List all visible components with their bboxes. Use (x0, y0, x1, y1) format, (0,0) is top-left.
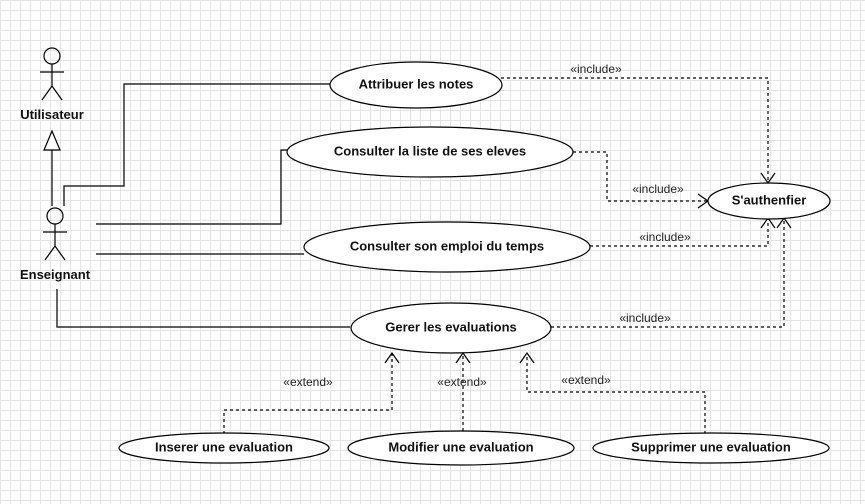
actor-enseignant (43, 207, 67, 261)
usecase-authentifier[interactable]: S'authenfier (707, 182, 831, 220)
usecase-authentifier-label: S'authenfier (732, 192, 807, 207)
usecase-consulter-emploi-label: Consulter son emploi du temps (350, 238, 544, 253)
usecase-gerer[interactable]: Gerer les evaluations (350, 302, 552, 354)
actor-enseignant-label: Enseignant (20, 267, 91, 282)
include-liste-label: «include» (632, 182, 684, 196)
actor-utilisateur-label: Utilisateur (20, 107, 84, 122)
usecase-consulter-liste-label: Consulter la liste de ses eleves (334, 143, 526, 158)
extend-modifier-label: «extend» (437, 375, 487, 389)
include-attribuer-line (501, 77, 769, 182)
include-gerer-label: «include» (619, 311, 671, 325)
extend-inserer-label: «extend» (283, 375, 333, 389)
association-consulter-liste (96, 149, 288, 225)
usecase-consulter-liste[interactable]: Consulter la liste de ses eleves (286, 126, 574, 178)
usecase-inserer[interactable]: Inserer une evaluation (118, 432, 330, 464)
usecase-modifier[interactable]: Modifier une evaluation (347, 430, 575, 466)
usecase-modifier-label: Modifier une evaluation (388, 439, 533, 454)
usecase-consulter-emploi[interactable]: Consulter son emploi du temps (303, 221, 591, 273)
usecase-attribuer-label: Attribuer les notes (359, 76, 474, 91)
usecase-supprimer-label: Supprimer une evaluation (631, 439, 791, 454)
extend-supprimer-label: «extend» (561, 373, 611, 387)
include-liste-line (573, 151, 708, 202)
generalization-arrow (43, 129, 61, 206)
usecase-gerer-label: Gerer les evaluations (385, 319, 517, 334)
actor-utilisateur (40, 47, 64, 101)
include-attribuer-label: «include» (570, 62, 622, 76)
include-emploi-label: «include» (639, 230, 691, 244)
extend-supprimer-line (526, 353, 706, 434)
association-attribuer (63, 83, 331, 206)
extend-inserer-line (223, 353, 393, 434)
usecase-inserer-label: Inserer une evaluation (155, 439, 293, 454)
usecase-attribuer[interactable]: Attribuer les notes (329, 61, 503, 109)
association-gerer (56, 289, 350, 328)
usecase-supprimer[interactable]: Supprimer une evaluation (592, 432, 830, 464)
